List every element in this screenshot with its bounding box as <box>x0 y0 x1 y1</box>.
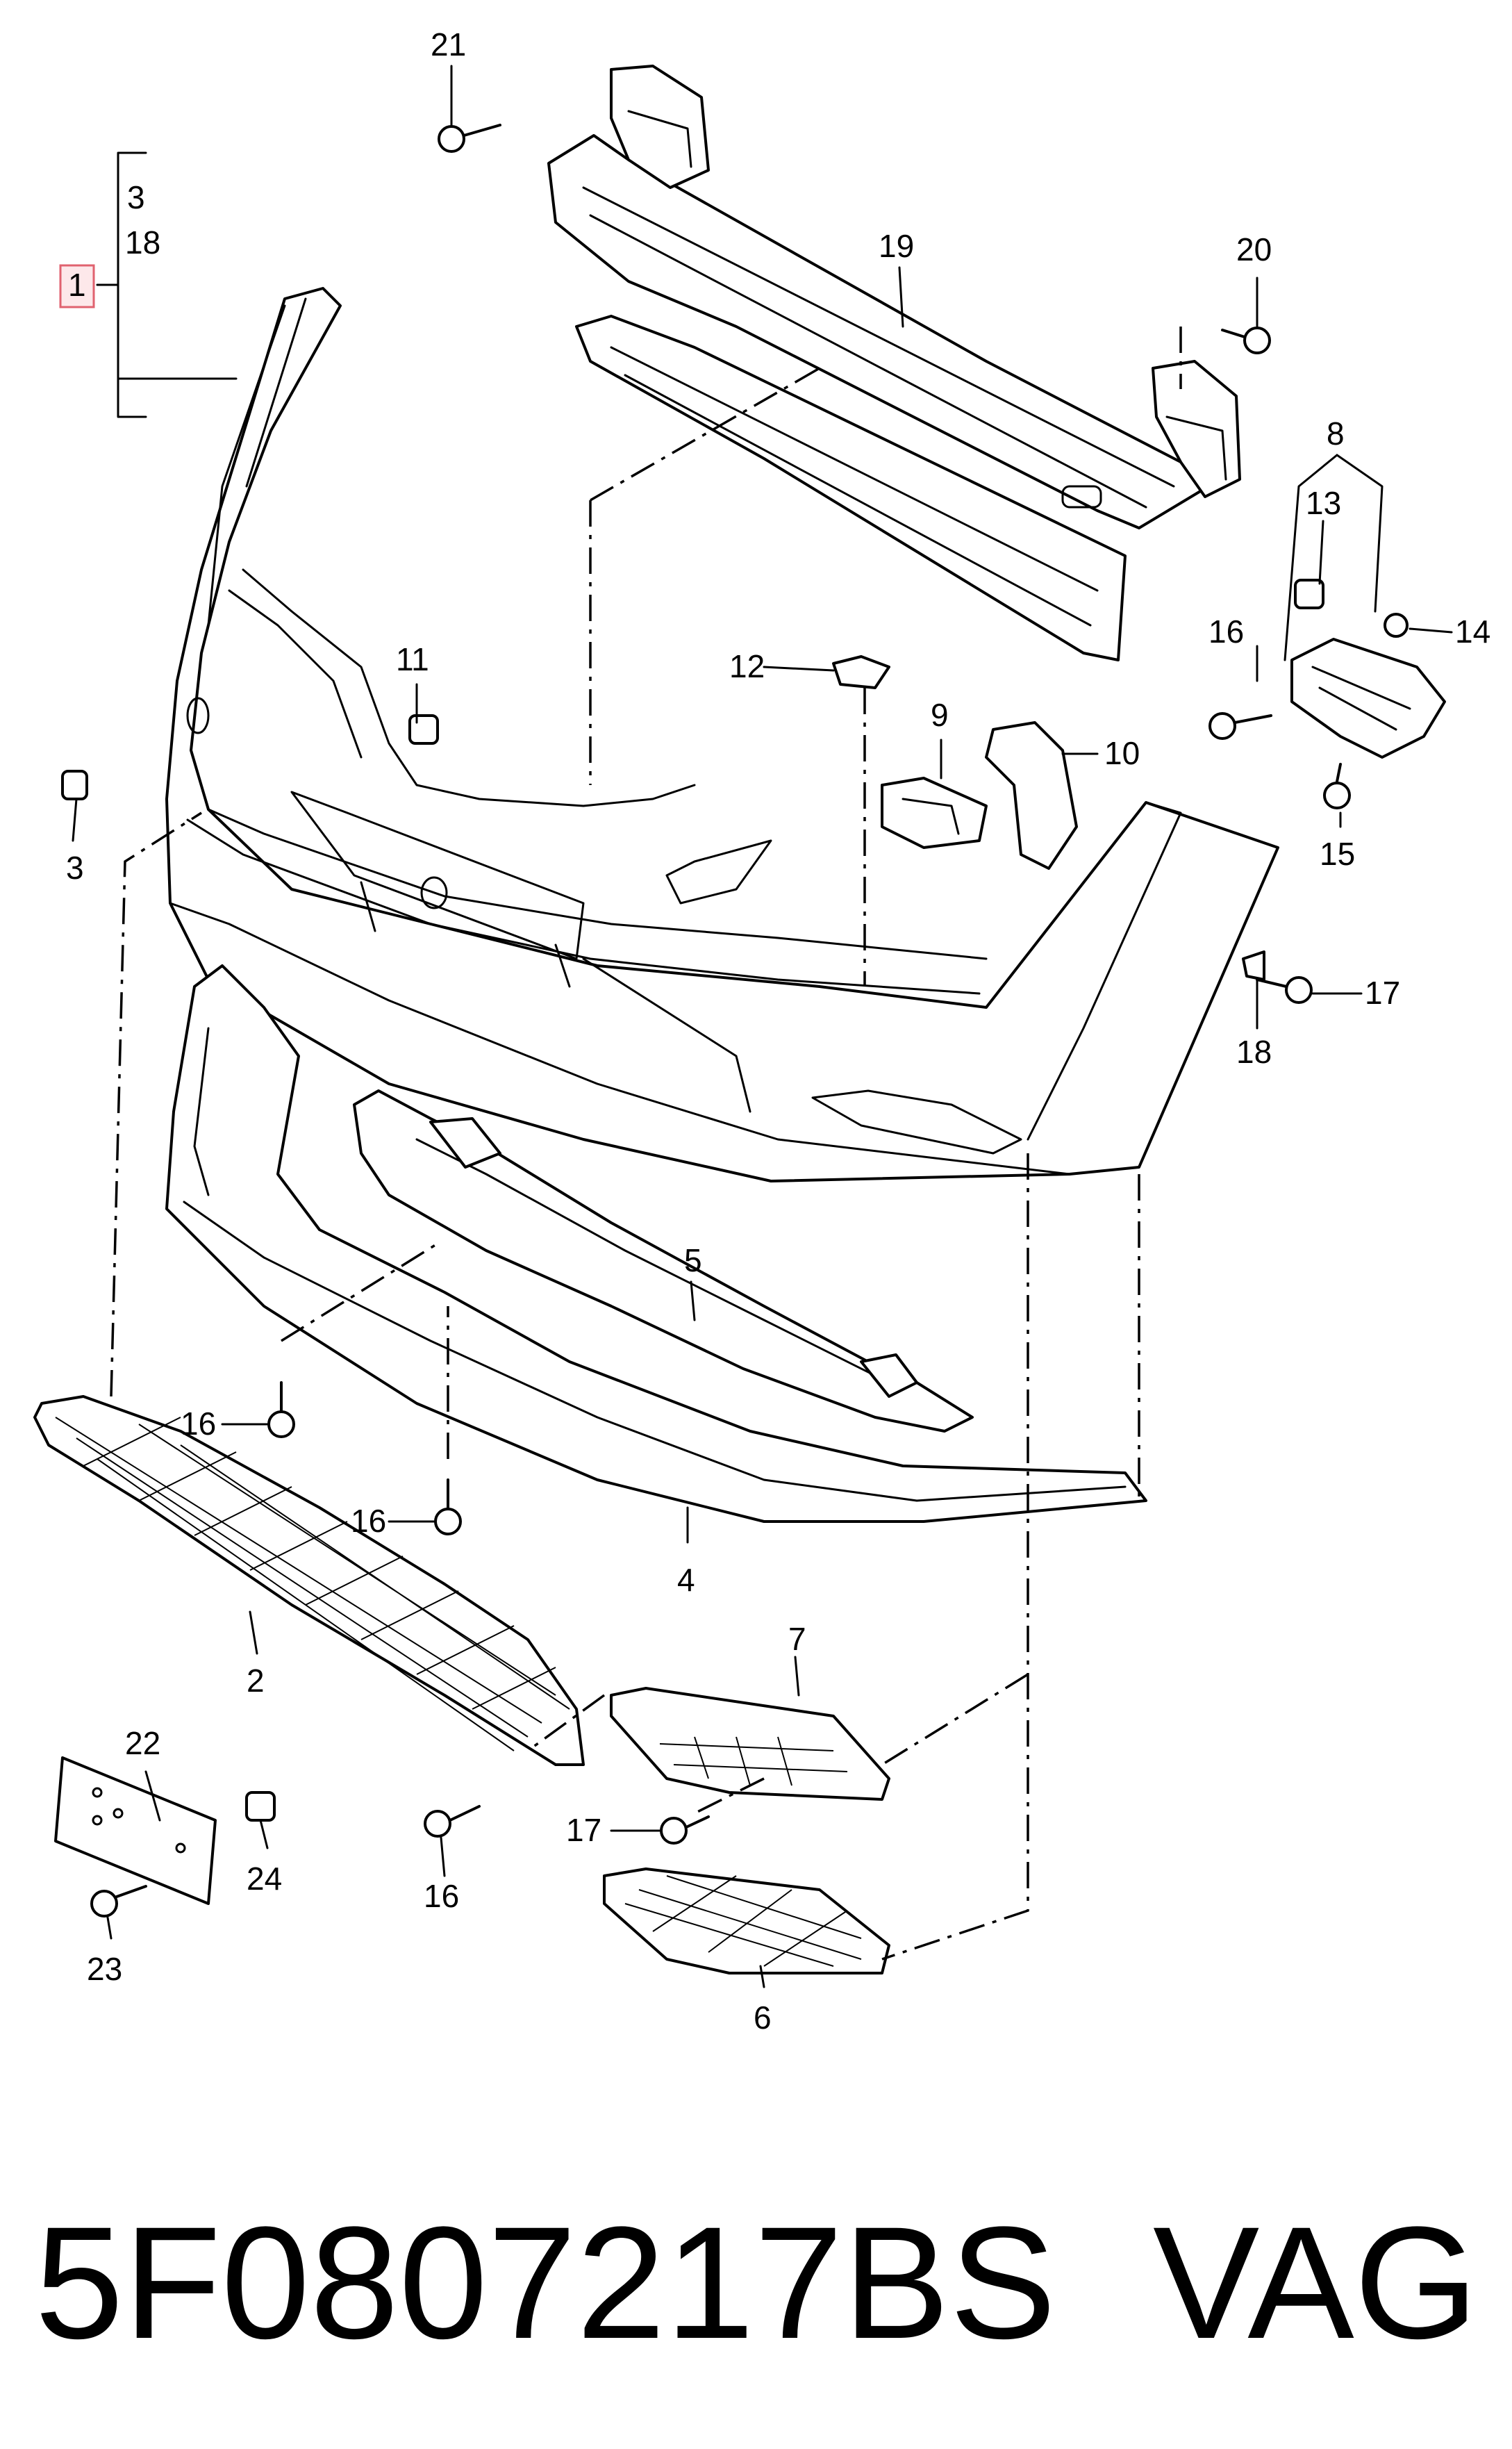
callout-16-a: 16 <box>181 1405 216 1442</box>
callout-23: 23 <box>87 1951 122 1987</box>
callouts: 1 3 18 21 19 20 8 13 14 16 15 12 11 9 10… <box>59 26 1490 2036</box>
callout-1: 1 <box>68 267 86 303</box>
callout-13: 13 <box>1306 485 1341 521</box>
callout-17-lower: 17 <box>566 1812 601 1848</box>
callout-20: 20 <box>1236 231 1272 267</box>
clip-14 <box>1384 613 1409 638</box>
clip-3 <box>61 770 88 800</box>
screw-17-lower <box>660 1815 710 1845</box>
brand-caption: VAG <box>1153 2193 1479 2372</box>
callout-16-b: 16 <box>351 1503 386 1539</box>
callout-21: 21 <box>431 26 466 63</box>
callout-5: 5 <box>684 1242 702 1278</box>
callout-7: 7 <box>788 1621 806 1657</box>
screw-20 <box>1221 327 1271 354</box>
screw-23 <box>90 1885 147 1918</box>
callout-8: 8 <box>1327 415 1345 452</box>
callout-3-upper: 3 <box>127 179 145 215</box>
lower-spoiler-4 <box>165 964 1147 1523</box>
side-bracket-8 <box>1290 638 1446 759</box>
screw-21 <box>438 124 501 153</box>
reinforcement-bar-19 <box>547 65 1241 661</box>
plate-bracket-22 <box>54 1756 217 1905</box>
screw-16-a <box>267 1381 295 1438</box>
callout-9: 9 <box>931 697 949 733</box>
callout-19: 19 <box>879 228 914 264</box>
clip-11 <box>408 714 439 745</box>
screw-17-upper <box>1256 976 1313 1004</box>
callout-18-lower: 18 <box>1236 1034 1272 1070</box>
fasteners <box>61 124 1409 1918</box>
bracket-10 <box>985 721 1078 870</box>
screw-16-b <box>434 1478 462 1535</box>
screw-16-upper <box>1208 712 1272 740</box>
callout-15: 15 <box>1320 836 1355 872</box>
leader-lines <box>72 65 1453 1988</box>
callout-6: 6 <box>754 1999 772 2036</box>
callout-16-upper: 16 <box>1208 613 1244 650</box>
callout-3-lower: 3 <box>66 850 84 886</box>
screw-15 <box>1323 763 1351 809</box>
callout-14: 14 <box>1455 613 1490 650</box>
part-number-caption: 5F0807217BS <box>35 2193 1056 2372</box>
bumper-cover-1 <box>165 287 1279 1182</box>
callout-16-c: 16 <box>424 1878 459 1914</box>
center-bracket-5 <box>353 1089 974 1433</box>
callout-18-upper: 18 <box>125 224 160 261</box>
fog-lamp-trim-7 <box>610 1687 890 1801</box>
cap-12 <box>832 655 890 689</box>
callout-2: 2 <box>247 1663 265 1699</box>
clip-24 <box>245 1791 276 1822</box>
nut-13 <box>1294 579 1324 609</box>
callout-24: 24 <box>247 1861 282 1897</box>
callout-10: 10 <box>1104 735 1140 771</box>
assembly-lines <box>110 327 1182 1961</box>
callout-11: 11 <box>396 641 429 677</box>
callout-12: 12 <box>729 648 765 684</box>
fog-lamp-grille-6 <box>603 1867 890 1974</box>
callout-17-upper: 17 <box>1365 975 1400 1011</box>
clip-18 <box>1242 950 1265 981</box>
callout-4: 4 <box>677 1562 695 1598</box>
headlamp-washer-9 <box>881 777 988 849</box>
lower-grille-2 <box>33 1395 585 1766</box>
screw-16-c <box>424 1805 481 1838</box>
callout-22: 22 <box>125 1725 160 1761</box>
callout-1-box <box>59 264 95 308</box>
